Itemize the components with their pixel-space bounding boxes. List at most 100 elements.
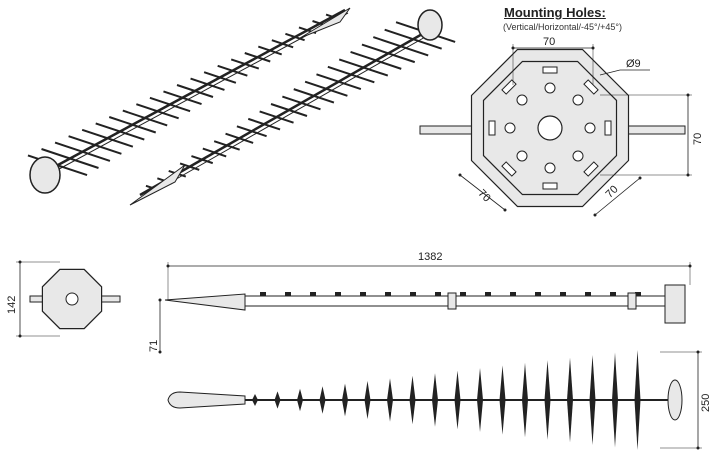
- side-view-element: [435, 292, 441, 296]
- side-view-element: [560, 292, 566, 296]
- iso-antenna-lower-element: [350, 51, 402, 70]
- mounting-hole: [572, 150, 584, 162]
- bottom-view-element: [522, 362, 528, 438]
- iso-antenna-upper-element: [54, 141, 111, 162]
- dim-hole-diameter: Ø9: [626, 58, 641, 70]
- bottom-view-element: [364, 381, 371, 419]
- iso-antenna-upper-element: [285, 32, 305, 42]
- bottom-view-element: [409, 375, 416, 425]
- dim-side-offset: 71: [148, 339, 160, 352]
- iso-antenna-upper-element: [41, 148, 99, 169]
- bottom-view-element: [544, 360, 551, 440]
- side-view-element: [335, 292, 341, 296]
- iso-upper-radome: [299, 7, 351, 39]
- mounting-hole: [504, 122, 516, 134]
- iso-antenna-upper-element: [81, 128, 134, 148]
- iso-antenna-lower-element: [282, 95, 321, 111]
- mounting-hole: [516, 94, 528, 106]
- iso-antenna-upper-element: [122, 109, 168, 127]
- iso-antenna-lower-element: [225, 132, 254, 144]
- mounting-hole: [516, 150, 528, 162]
- dim-bottom-width: 250: [700, 393, 712, 412]
- mounting-hole: [544, 162, 556, 174]
- iso-antenna-upper-element: [136, 103, 179, 120]
- side-view-element: [410, 292, 416, 296]
- iso-antenna-lower-element: [372, 36, 429, 57]
- iso-antenna-lower-element: [213, 140, 240, 151]
- dim-line-plate-bottom-right: [594, 177, 641, 216]
- plate-view-slot: [542, 66, 558, 74]
- iso-antenna-lower-element: [338, 58, 389, 77]
- iso-antenna-lower-element: [384, 28, 442, 50]
- bottom-view-element: [387, 378, 393, 422]
- side-view-element: [610, 292, 616, 296]
- side-view-element: [310, 292, 316, 296]
- iso-antenna-upper-element: [149, 96, 191, 113]
- dim-line-plate-bottom-left: [459, 174, 506, 211]
- bottom-view-element: [252, 394, 258, 406]
- iso-antenna-upper-element: [203, 71, 237, 84]
- iso-antenna-lower-boom-edge: [142, 27, 442, 199]
- plate-view-slot: [583, 161, 599, 177]
- dim-line-side-offset-end: [158, 350, 162, 354]
- iso-antenna-lower-element: [236, 125, 267, 138]
- leader-line-hole: [599, 69, 621, 76]
- plate-view-slot: [542, 182, 558, 190]
- iso-antenna-lower-element: [361, 43, 416, 64]
- side-view-element: [460, 292, 466, 296]
- iso-antenna-upper-element: [257, 45, 283, 56]
- plate-view-slot: [501, 161, 517, 177]
- iso-upper-mounting-plate: [29, 156, 61, 194]
- side-view-element: [485, 292, 491, 296]
- dim-line-plate-bottom-right-end: [593, 213, 597, 217]
- iso-antenna-upper-element: [176, 84, 214, 98]
- mounting-hole: [572, 94, 584, 106]
- iso-antenna-upper-boom-edge: [47, 12, 349, 176]
- iso-antenna-lower-element: [191, 155, 214, 165]
- bottom-view-mount: [667, 379, 683, 421]
- iso-antenna-upper-element: [244, 52, 271, 63]
- plate-view-slot: [488, 120, 496, 136]
- iso-antenna-lower-element: [293, 88, 335, 104]
- plate-view-slot: [501, 79, 517, 95]
- dim-plate-right: 70: [692, 132, 704, 145]
- mounting-hole: [584, 122, 596, 134]
- side-view-element: [535, 292, 541, 296]
- iso-antenna-upper-element: [217, 64, 248, 77]
- side-view-clamp: [447, 292, 457, 310]
- iso-antenna-lower-element: [316, 73, 362, 91]
- bottom-view-element: [274, 391, 281, 409]
- iso-antenna-lower-element: [202, 147, 227, 158]
- bottom-view-element: [319, 386, 326, 414]
- side-view-element: [260, 292, 266, 296]
- bottom-view-element: [612, 352, 618, 448]
- side-view-element: [285, 292, 291, 296]
- side-view-element: [585, 292, 591, 296]
- dim-plate-top: 70: [543, 36, 556, 48]
- side-view-element: [635, 292, 641, 296]
- bottom-view-element: [297, 388, 303, 412]
- iso-antenna-upper-element: [163, 90, 202, 106]
- mounting-holes-title: Mounting Holes:: [504, 5, 606, 20]
- plate-view-center: [537, 115, 563, 141]
- side-view-element: [360, 292, 366, 296]
- iso-antenna-upper-element: [230, 58, 260, 70]
- mounting-holes-subtitle: (Vertical/Horizontal/-45°/+45°): [503, 22, 622, 32]
- bottom-view-radome: [167, 391, 246, 409]
- dim-line-plate-bottom-right-end: [638, 176, 642, 180]
- bottom-view-element: [432, 373, 438, 427]
- bottom-view-element: [589, 355, 596, 445]
- dim-line-plate-bottom-left-end: [503, 208, 507, 212]
- bottom-view-element: [454, 370, 461, 430]
- iso-antenna-lower-element: [247, 117, 281, 131]
- side-view-clamp: [627, 292, 637, 310]
- side-view-element: [385, 292, 391, 296]
- iso-lower-radome: [129, 164, 186, 206]
- iso-antenna-lower-element: [304, 80, 348, 97]
- dim-line-side-offset-end: [158, 298, 162, 302]
- iso-antenna-upper-element: [108, 116, 157, 134]
- bottom-view-element: [342, 383, 348, 417]
- side-view-radome: [164, 293, 246, 311]
- front-view-center: [65, 292, 79, 306]
